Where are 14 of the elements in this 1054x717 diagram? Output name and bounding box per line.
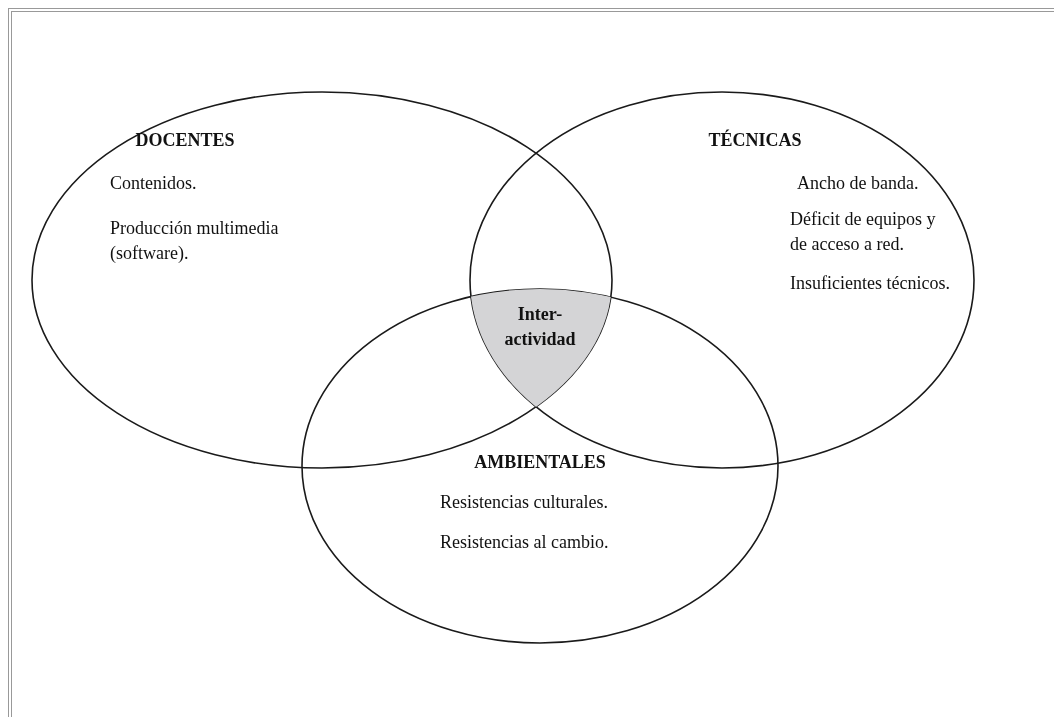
set-circle — [32, 92, 612, 468]
list-item: Ancho de banda. — [797, 172, 920, 195]
list-item: Déficit de equipos y de acceso a red. — [790, 208, 937, 256]
heading: AMBIENTALES — [473, 451, 607, 474]
list-item: Producción multimedia (software). — [110, 217, 280, 265]
heading: Inter-actividad — [503, 303, 577, 351]
list-item: Resistencias culturales. — [440, 491, 609, 514]
list-item: Resistencias al cambio. — [440, 531, 610, 554]
heading: DOCENTES — [134, 129, 236, 152]
list-item: Insuficientes técnicos. — [790, 272, 951, 295]
heading: TÉCNICAS — [707, 128, 803, 152]
list-item: Contenidos. — [110, 172, 198, 195]
set-circle — [302, 289, 778, 643]
set-circle — [470, 92, 974, 468]
